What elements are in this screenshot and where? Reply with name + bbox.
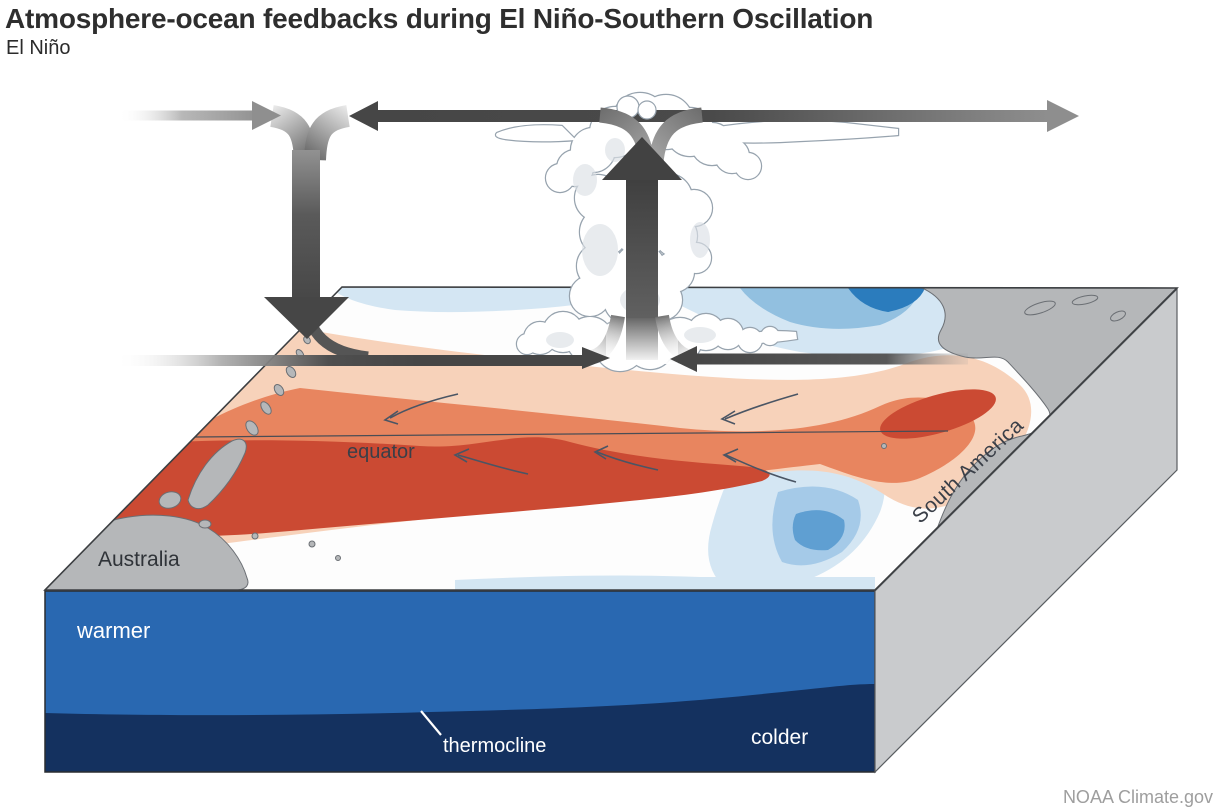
cold-deep-ocean-layer bbox=[45, 684, 875, 772]
upper-level-westward-wind-arrow-icon bbox=[349, 101, 1047, 131]
surface-westward-wind-arrow-icon bbox=[670, 346, 968, 372]
south-america-landmass bbox=[919, 287, 1177, 530]
ocean-current-arrow-icon bbox=[383, 393, 799, 483]
upper-level-eastward-wind-arrow-icon bbox=[118, 101, 281, 130]
ocean-front-face bbox=[44, 590, 876, 773]
upper-level-eastward-outflow-arrow-icon bbox=[1047, 100, 1079, 132]
thermocline-pointer-line bbox=[420, 710, 442, 736]
descending-air-arrow-icon bbox=[264, 150, 349, 339]
surface-eastward-wind-arrow-icon bbox=[115, 347, 610, 369]
equator-line bbox=[194, 430, 949, 438]
ocean-surface-outline bbox=[43, 286, 1179, 591]
walker-circulation-arrows bbox=[115, 95, 1079, 372]
